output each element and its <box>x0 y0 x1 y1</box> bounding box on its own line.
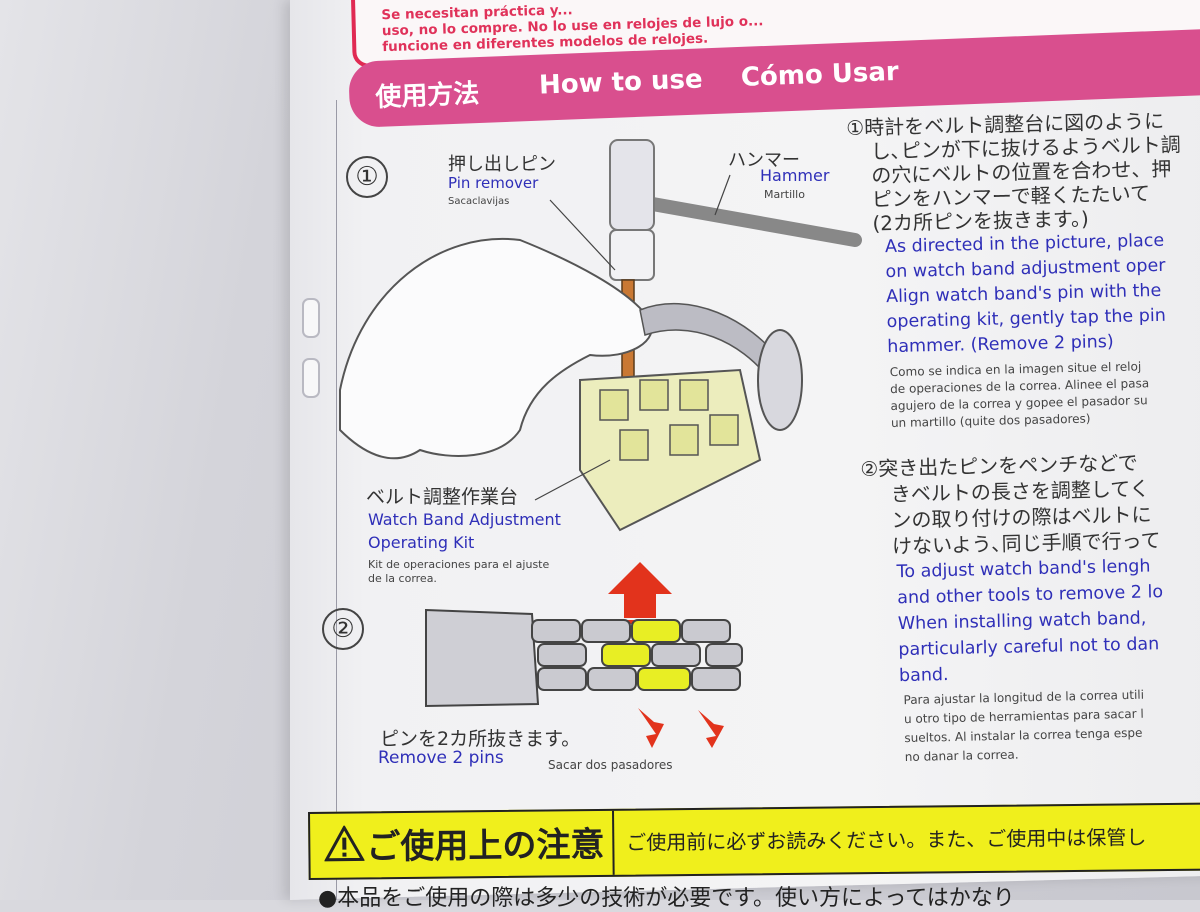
watch-case-icon <box>757 329 803 431</box>
hammer-label-en: Hammer <box>760 166 830 185</box>
margin-line <box>336 100 337 900</box>
banner-title-es: Cómo Usar <box>740 56 900 93</box>
step-2-illustration <box>425 562 743 748</box>
arrow-up-icon <box>608 562 672 618</box>
pin-remover-label-jp: 押し出しピン <box>448 154 556 175</box>
punch-hole-upper <box>302 298 320 338</box>
hammer-handle <box>623 193 862 247</box>
kit-label-en-2: Operating Kit <box>368 533 475 552</box>
band-end-icon <box>425 608 540 708</box>
banner-title-jp: 使用方法 <box>374 78 480 113</box>
arrow-down-left-icon <box>638 708 664 748</box>
pin-remover-label-en: Pin remover <box>448 174 539 192</box>
kit-label-en-1: Watch Band Adjustment <box>368 510 561 529</box>
pin-remover-label-es: Sacaclavijas <box>448 196 510 207</box>
arrow-down-right-icon <box>698 710 724 748</box>
caution-title: ご使用上の注意 <box>366 824 605 868</box>
kit-label-es-1: Kit de operaciones para el ajuste <box>368 558 550 571</box>
bottom-notice-text: ●本品をご使用の際は多少の技術が必要です。使い方によってはかなり <box>318 886 1015 911</box>
hammer-label-es: Martillo <box>764 188 805 201</box>
banner-title-en: How to use <box>538 64 704 101</box>
remove-pins-label-en: Remove 2 pins <box>378 748 504 768</box>
caution-note: ご使用前に必ずお読みください。また、ご使用中は保管し <box>626 825 1147 855</box>
remove-pins-label-es: Sacar dos pasadores <box>548 758 673 772</box>
caution-divider <box>612 810 615 875</box>
punch-hole-lower <box>302 358 320 398</box>
step-2-number: ② <box>322 608 364 650</box>
kit-label-es-2: de la correa. <box>368 572 437 585</box>
hammer-label-jp: ハンマー <box>728 150 800 171</box>
hand-icon <box>339 237 653 460</box>
hammer-head <box>609 139 655 231</box>
instructions-step-1: ①時計をベルト調整台に図のように し､ピンが下に抜けるようベルト調 の穴にベルト… <box>846 108 1200 433</box>
caution-bar: ご使用上の注意 ご使用前に必ずお読みください。また、ご使用中は保管し <box>308 802 1200 880</box>
instructions-step-2: ②突き出たピンをペンチなどで きベルトの長さを調整してく ンの取り付けの際はベル… <box>860 448 1200 768</box>
warning-triangle-icon <box>324 825 365 862</box>
hammer-face <box>609 229 655 281</box>
kit-label-jp: ベルト調整作業台 <box>366 486 519 508</box>
step-1-illustration <box>339 139 862 532</box>
remove-pins-label-jp: ピンを2カ所抜きます。 <box>380 728 581 750</box>
step-1-number: ① <box>346 156 388 198</box>
